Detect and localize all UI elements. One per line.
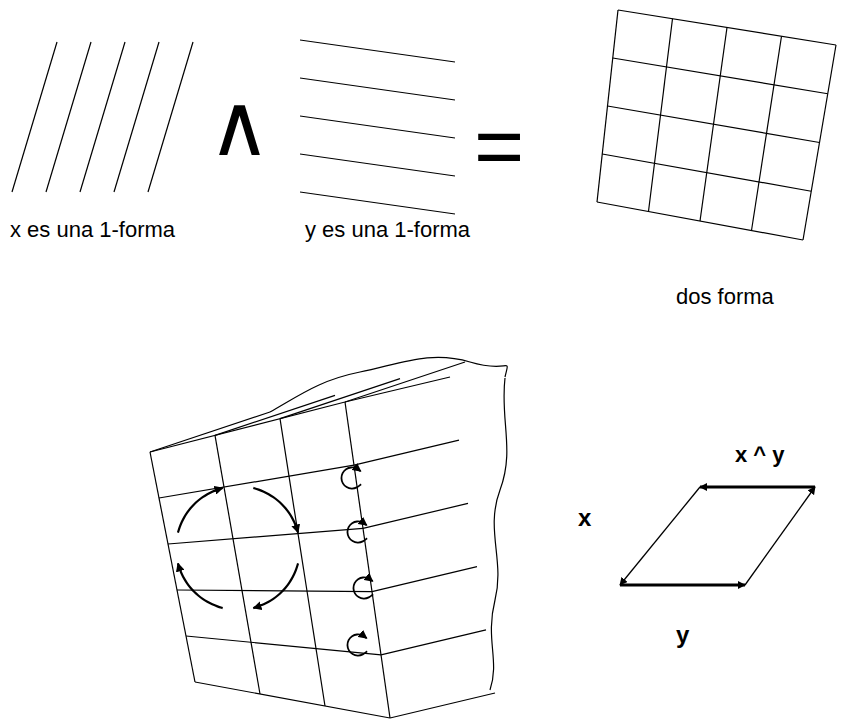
slab-side-line bbox=[381, 630, 486, 655]
one-form-y-line bbox=[300, 192, 455, 214]
wedge-symbol: ∧ bbox=[208, 78, 271, 173]
two-form-grid-line bbox=[752, 36, 782, 230]
one-form-y-line bbox=[300, 40, 455, 62]
slab-depth-line bbox=[150, 412, 270, 452]
one-form-y-line bbox=[300, 154, 455, 176]
slab-side-line bbox=[363, 503, 468, 528]
wedge-arrow bbox=[700, 486, 815, 489]
slab-side-line bbox=[390, 693, 495, 718]
circulation-arrow bbox=[178, 488, 223, 533]
x-vector-arrow bbox=[620, 487, 700, 585]
parallelogram-edge bbox=[745, 487, 815, 585]
one-form-x-line bbox=[148, 42, 193, 192]
slab-depth-line bbox=[345, 362, 465, 402]
vector-label: x bbox=[578, 505, 591, 531]
y-vector-arrow bbox=[620, 584, 745, 587]
form-caption: y es una 1-forma bbox=[305, 218, 470, 242]
slab-row-line bbox=[186, 636, 381, 655]
slab-row-line bbox=[159, 465, 354, 498]
one-form-x-line bbox=[114, 42, 159, 192]
two-form-grid-line bbox=[597, 202, 803, 240]
one-form-y-line bbox=[300, 116, 455, 138]
slab-row-line bbox=[195, 682, 390, 718]
slab-column-line bbox=[345, 402, 390, 718]
one-form-x-line bbox=[12, 42, 57, 192]
curl-arrow bbox=[353, 577, 373, 598]
one-form-x-line bbox=[46, 42, 91, 192]
one-form-x-line bbox=[80, 42, 125, 192]
circulation-arrow bbox=[178, 563, 223, 608]
two-form-grid-line bbox=[803, 45, 836, 240]
slab-side-line bbox=[354, 440, 459, 465]
slab-row-line bbox=[168, 528, 363, 544]
vector-label: y bbox=[676, 622, 689, 648]
one-form-y-line bbox=[300, 78, 455, 100]
equals-symbol: = bbox=[474, 98, 524, 193]
slab-torn-edge bbox=[490, 378, 507, 690]
curl-arrow bbox=[341, 467, 361, 488]
slab-top-edge bbox=[270, 357, 507, 412]
slab-column-line bbox=[215, 435, 260, 694]
slab-row-line bbox=[177, 590, 372, 592]
curl-arrow bbox=[347, 634, 367, 655]
slab-row-line bbox=[150, 402, 345, 452]
form-caption: dos forma bbox=[676, 285, 774, 309]
slab-side-line bbox=[372, 567, 477, 592]
curl-arrow bbox=[347, 521, 367, 542]
two-form-grid-line bbox=[608, 106, 820, 143]
slab-side-line bbox=[345, 377, 450, 402]
circulation-arrow bbox=[253, 488, 298, 533]
vector-label: x ^ y bbox=[735, 443, 785, 467]
slab-column-line bbox=[150, 452, 195, 682]
slab-column-line bbox=[280, 419, 325, 706]
slab-depth-line bbox=[215, 395, 335, 435]
slab-depth-line bbox=[280, 379, 400, 419]
two-form-grid-line bbox=[602, 154, 811, 191]
form-caption: x es una 1-forma bbox=[10, 218, 175, 242]
circulation-arrow bbox=[253, 563, 298, 608]
